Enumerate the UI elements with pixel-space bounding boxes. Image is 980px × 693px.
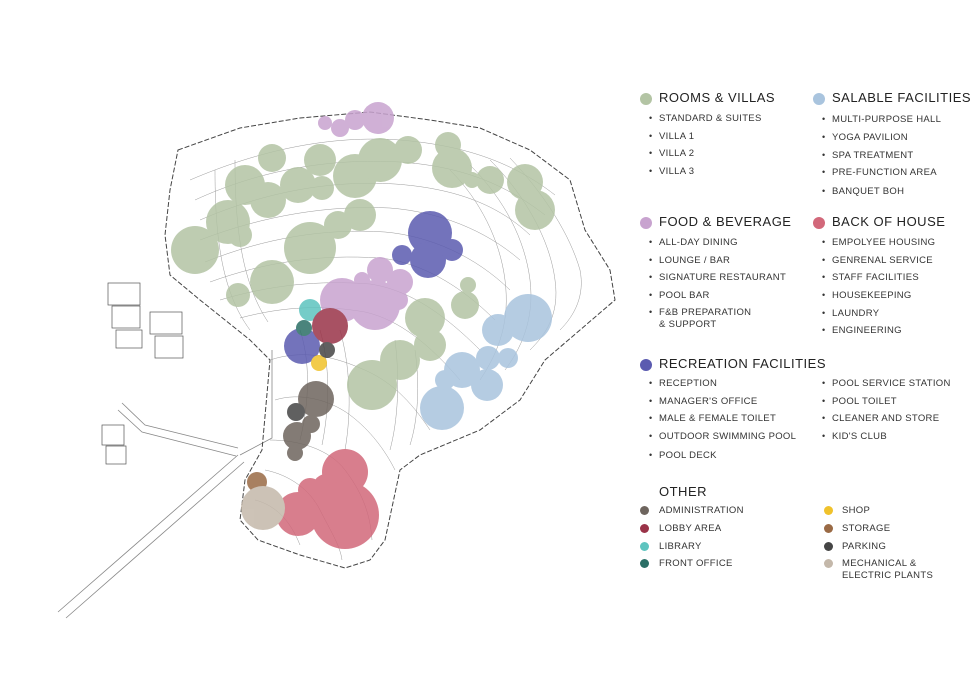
recreation-item: POOL SERVICE STATION (822, 378, 951, 389)
storage-label: STORAGE (842, 523, 891, 534)
rooms-title: ROOMS & VILLAS (659, 90, 776, 105)
back-item: STAFF FACILITIES (822, 272, 919, 283)
recreation-item: OUTDOOR SWIMMING POOL (649, 431, 796, 442)
food-title: FOOD & BEVERAGE (659, 214, 792, 229)
rooms-item: VILLA 1 (649, 131, 694, 142)
salable-item: BANQUET BOH (822, 186, 904, 197)
administration-dot (640, 506, 649, 515)
recreation-item: RECEPTION (649, 378, 717, 389)
shop-dot (824, 506, 833, 515)
library-label: LIBRARY (659, 541, 702, 552)
recreation-item: MALE & FEMALE TOILET (649, 413, 776, 424)
rooms-item: VILLA 3 (649, 166, 694, 177)
administration-label: ADMINISTRATION (659, 505, 744, 516)
salable-item: PRE-FUNCTION AREA (822, 167, 937, 178)
recreation-title: RECREATION FACILITIES (659, 356, 827, 371)
salable-dot (813, 93, 825, 105)
food-item: F&B PREPARATION (649, 307, 751, 318)
mechanical-label-2: ELECTRIC PLANTS (842, 570, 934, 581)
rooms-bubbles (171, 132, 555, 410)
parking-bubbles (287, 342, 335, 421)
recreation-item: POOL TOILET (822, 396, 897, 407)
front-office-bubble (296, 320, 312, 336)
site-boundary (164, 111, 616, 569)
rooms-item: STANDARD & SUITES (649, 113, 762, 124)
food-item: ALL-DAY DINING (649, 237, 738, 248)
food-dot (640, 217, 652, 229)
recreation-item: POOL DECK (649, 450, 717, 461)
salable-bubbles (420, 294, 552, 430)
back-item: GENRENAL SERVICE (822, 255, 933, 266)
parking-dot (824, 542, 833, 551)
food-item: SIGNATURE RESTAURANT (649, 272, 786, 283)
back-title: BACK OF HOUSE (832, 214, 946, 229)
back-item: HOUSEKEEPING (822, 290, 912, 301)
food-item: POOL BAR (649, 290, 710, 301)
back-item: LAUNDRY (822, 308, 879, 319)
admin-bubbles (283, 381, 334, 461)
library-dot (640, 542, 649, 551)
rooms-item: VILLA 2 (649, 148, 694, 159)
salable-item: MULTI-PURPOSE HALL (822, 114, 941, 125)
shop-bubble (311, 355, 327, 371)
salable-item: YOGA PAVILION (822, 132, 908, 143)
front-office-label: FRONT OFFICE (659, 558, 733, 569)
mechanical-dot (824, 559, 833, 568)
access-road (57, 350, 273, 619)
salable-item: SPA TREATMENT (822, 150, 914, 161)
recreation-bubbles (284, 211, 463, 364)
back-item: ENGINEERING (822, 325, 902, 336)
back-bubbles (276, 449, 379, 549)
rooms-dot (640, 93, 652, 105)
other-title: OTHER (659, 484, 707, 499)
recreation-item: MANAGER'S OFFICE (649, 396, 757, 407)
parking-label: PARKING (842, 541, 887, 552)
food-item: LOUNGE / BAR (649, 255, 730, 266)
back-dot (813, 217, 825, 229)
recreation-dot (640, 359, 652, 371)
lobby-label: LOBBY AREA (659, 523, 722, 534)
storage-dot (824, 524, 833, 533)
recreation-item: KID'S CLUB (822, 431, 887, 442)
salable-title: SALABLE FACILITIES (832, 90, 972, 105)
lobby-bubble (312, 308, 348, 344)
mechanical-bubble (241, 486, 285, 530)
food-bubbles (318, 102, 413, 330)
programme-bubbles (171, 102, 555, 549)
front-office-dot (640, 559, 649, 568)
mechanical-label: MECHANICAL & (842, 558, 917, 569)
lobby-dot (640, 524, 649, 533)
site-plan (57, 102, 616, 619)
neighbour-buildings (101, 282, 184, 465)
shop-label: SHOP (842, 505, 871, 516)
back-item: EMPOLYEE HOUSING (822, 237, 935, 248)
recreation-item: CLEANER AND STORE (822, 413, 939, 424)
food-item: & SUPPORT (659, 319, 717, 330)
